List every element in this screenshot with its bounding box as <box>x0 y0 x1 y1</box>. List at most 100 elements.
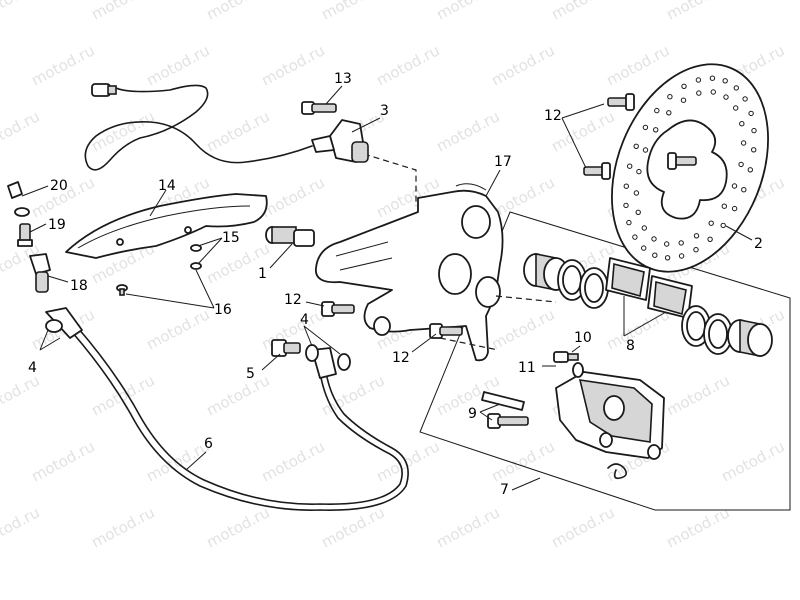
copper-washer <box>337 353 351 371</box>
leader-9 <box>479 403 501 421</box>
assembly-line-top <box>363 153 417 206</box>
callout-12b: 12 <box>284 292 302 308</box>
bleeder-cap <box>7 181 30 217</box>
piston-seal <box>681 305 711 347</box>
leader-10 <box>571 345 581 353</box>
callout-19: 19 <box>48 217 66 233</box>
disc-hole <box>633 143 639 150</box>
leader-1 <box>269 243 293 269</box>
watermark-text: motod.ru <box>0 0 43 24</box>
brake-hose-inner <box>77 327 403 505</box>
retaining-spring <box>607 463 628 480</box>
disc-holes <box>623 75 757 261</box>
leader-13 <box>325 85 343 105</box>
brake-pad <box>605 257 651 301</box>
callout-11: 11 <box>518 360 536 376</box>
leader-7 <box>511 477 541 491</box>
sensor-bolt <box>301 101 337 115</box>
disc-hole <box>738 161 744 168</box>
caliper-bolt <box>487 413 529 429</box>
watermark-text: motod.ru <box>0 371 43 419</box>
watermark-text: motod.ru <box>318 0 387 24</box>
disc-hole <box>632 234 638 240</box>
disc-hole <box>653 127 659 133</box>
disc-hole <box>710 89 716 95</box>
watermark-text: motod.ru <box>318 371 387 419</box>
piston-seal <box>579 267 609 309</box>
callout-6: 6 <box>204 436 213 452</box>
leader-15 <box>197 237 223 265</box>
watermark-text: motod.ru <box>0 503 43 551</box>
disc-hole <box>720 222 726 229</box>
caliper-body <box>555 371 665 460</box>
disc-hole <box>748 110 754 117</box>
callout-4a: 4 <box>28 360 37 376</box>
disc-hole <box>751 147 757 153</box>
disc-hole <box>681 83 687 90</box>
callout-16: 16 <box>214 302 232 318</box>
callout-12c: 12 <box>392 350 410 366</box>
disc-hole <box>733 85 739 91</box>
watermark-text: motod.ru <box>258 437 327 485</box>
bleed-nipple <box>553 351 579 363</box>
watermark-text: motod.ru <box>603 305 672 353</box>
disc-hole <box>651 236 657 242</box>
nipple-cap <box>572 362 584 378</box>
small-screw <box>116 284 128 296</box>
disc-hole <box>642 147 649 153</box>
disc-hole <box>636 168 642 175</box>
bracket-bolt <box>429 323 463 339</box>
disc-hole <box>721 203 727 209</box>
callout-17: 17 <box>494 154 512 170</box>
watermark-text: motod.ru <box>433 0 502 24</box>
caliper-piston <box>727 319 773 357</box>
leader-6 <box>185 451 207 471</box>
callout-13: 13 <box>334 71 352 87</box>
brake-disc <box>611 63 769 273</box>
leader-14 <box>149 189 167 217</box>
watermark-text: motod.ru <box>488 305 557 353</box>
disc-hole <box>693 233 700 239</box>
watermark-text: motod.ru <box>203 107 272 155</box>
disc-bolt <box>667 152 697 170</box>
disc-hole <box>664 255 671 261</box>
watermark-text: motod.ru <box>88 0 157 24</box>
disc-hole <box>652 252 658 258</box>
disc-hole <box>664 241 670 247</box>
disc-mounting-bolt <box>583 162 611 180</box>
leader-20 <box>21 185 49 197</box>
disc-hole <box>731 205 738 212</box>
piston-seal <box>703 313 733 355</box>
bleeder-valve <box>17 223 33 247</box>
watermark-text: motod.ru <box>0 107 43 155</box>
callout-20: 20 <box>50 178 68 194</box>
watermark-text: motod.ru <box>88 503 157 551</box>
disc-hole <box>680 97 687 103</box>
disc-hole <box>635 209 641 216</box>
disc-hole <box>642 124 649 131</box>
disc-mounting-bolt <box>607 93 635 111</box>
watermark-text: motod.ru <box>28 437 97 485</box>
watermark-text: motod.ru <box>28 41 97 89</box>
watermark-text: motod.ru <box>663 503 732 551</box>
watermark-text: motod.ru <box>433 107 502 155</box>
callout-8: 8 <box>626 338 635 354</box>
leader-16 <box>125 269 215 309</box>
leader-4a <box>39 329 61 351</box>
watermark-text: motod.ru <box>88 371 157 419</box>
leader-18 <box>47 275 69 283</box>
disc-hole <box>708 220 714 226</box>
pad-pin <box>481 391 525 411</box>
small-washer <box>190 262 202 270</box>
watermark-text: motod.ru <box>258 41 327 89</box>
callout-1: 1 <box>258 266 267 282</box>
callout-7: 7 <box>500 482 509 498</box>
disc-hole <box>741 187 747 193</box>
watermark-text: motod.ru <box>718 437 787 485</box>
brake-fitting <box>29 253 51 293</box>
sensor-cable <box>84 84 313 171</box>
disc-hole <box>740 140 747 146</box>
disc-hole <box>626 219 632 226</box>
disc-hole <box>722 78 728 84</box>
